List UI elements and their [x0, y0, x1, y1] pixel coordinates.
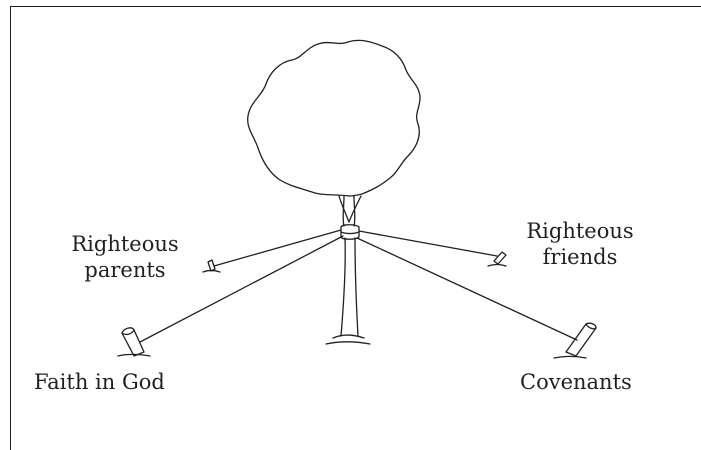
label-covenants: Covenants: [520, 370, 632, 394]
tree-crown-fork: [338, 195, 362, 223]
tree-band: [340, 224, 360, 240]
tree-trunk-left-lower: [340, 237, 346, 337]
label-faith-in-god: Faith in God: [34, 370, 165, 394]
tree-canopy: [247, 39, 421, 197]
stake-righteous-friends: [487, 251, 507, 267]
tree-ground: [325, 341, 371, 345]
label-righteous-friends: Righteous friends: [526, 219, 634, 269]
rope-to-covenants: [356, 237, 578, 341]
tree-trunk-right-lower: [354, 237, 359, 337]
label-righteous-parents: Righteous parents: [71, 232, 179, 282]
figure-frame-top: [10, 6, 701, 7]
rope-to-righteous-parents: [213, 229, 342, 267]
stake-righteous-parents: [202, 259, 221, 273]
tree-base: [332, 334, 365, 339]
stake-covenants: [553, 322, 597, 359]
figure-frame-left: [10, 6, 11, 450]
rope-to-righteous-friends: [358, 230, 498, 257]
stake-faith-in-god: [117, 327, 151, 357]
tree-trunk-left: [342, 195, 345, 227]
rope-to-faith-in-god: [139, 235, 344, 343]
tree-trunk-right: [353, 195, 356, 227]
